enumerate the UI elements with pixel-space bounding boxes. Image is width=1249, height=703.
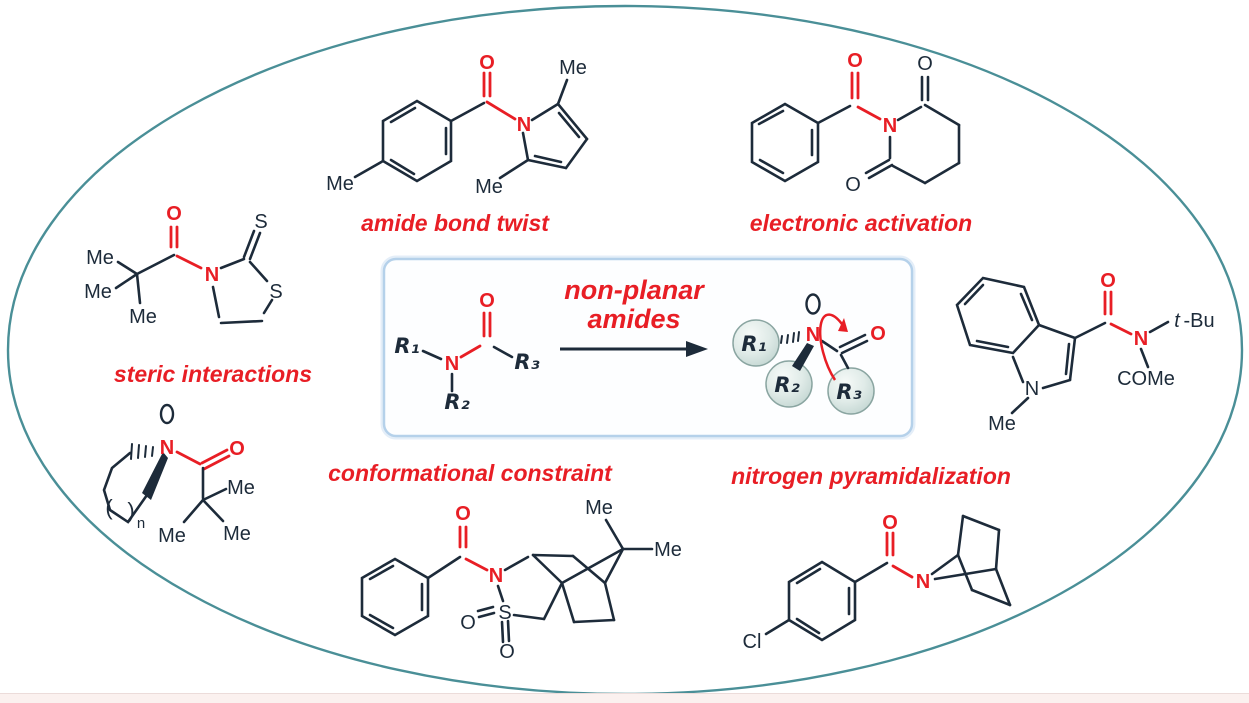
me-label: Me — [475, 176, 503, 198]
me-label: Me — [86, 247, 114, 269]
r3-label: R₃ — [836, 380, 861, 404]
structure-indole-amide: O N t -Bu COMe N Me — [955, 270, 1215, 435]
n-atom: N — [1025, 378, 1039, 400]
me-label: Me — [84, 281, 112, 303]
lone-pair-lobe — [159, 403, 175, 425]
section-label-steric-interactions: steric interactions — [114, 361, 312, 387]
structure-steric-interactions: Me Me Me O N S S steric interactions — [84, 203, 312, 387]
me-label: Me — [227, 477, 255, 499]
rotation-arrow — [818, 313, 846, 381]
center-title-line2: amides — [587, 304, 680, 334]
o-atom: O — [455, 503, 471, 525]
o-atom: O — [1100, 270, 1116, 292]
r2-label: R₂ — [444, 390, 470, 414]
paren-close: ) — [127, 498, 134, 523]
o-atom: O — [870, 323, 886, 345]
n-subscript: n — [137, 515, 145, 532]
bond-lines — [360, 518, 654, 644]
center-title-line1: non-planar — [564, 275, 705, 305]
n-atom: N — [883, 115, 897, 137]
o-atom: O — [166, 203, 182, 225]
bond-lines — [102, 403, 231, 524]
r1-label: R₁ — [741, 332, 766, 356]
reaction-arrow — [560, 341, 708, 357]
structure-amide-bond-twist: O N Me Me Me amide bond twist — [326, 52, 589, 236]
me-label: Me — [223, 523, 251, 545]
pyramidal-amide: R₁ N R₂ O R₃ — [732, 293, 886, 415]
section-label-nitrogen-pyramidalization: nitrogen pyramidalization — [731, 463, 1011, 489]
r1-label: R₁ — [394, 334, 419, 358]
n-atom: N — [445, 353, 459, 375]
paren-open: ( — [105, 495, 113, 520]
o-atom: O — [479, 290, 495, 312]
come-label: COMe — [1117, 368, 1175, 390]
me-label: Me — [326, 173, 354, 195]
me-label: Me — [559, 57, 587, 79]
s-atom: S — [269, 281, 282, 303]
me-label: Me — [654, 539, 682, 561]
o-atom: O — [479, 52, 495, 74]
bond-lines — [114, 225, 274, 325]
o-atom: O — [917, 53, 933, 75]
me-label: Me — [988, 413, 1016, 435]
section-label-electronic-activation: electronic activation — [750, 210, 972, 236]
n-atom: N — [916, 571, 930, 593]
tbu-label-t: t — [1174, 310, 1181, 332]
planar-amide: R₁ N R₂ O R₃ — [394, 290, 539, 414]
n-atom: N — [806, 324, 820, 346]
bond-lines — [764, 514, 1012, 642]
bond-lines — [955, 276, 1170, 415]
r2-label: R₂ — [774, 373, 800, 397]
r3-label: R₃ — [514, 350, 539, 374]
lone-pair-lobe — [805, 293, 821, 315]
rotation-arrowhead — [838, 318, 848, 332]
structure-chlorobenzoyl-azabicycle: Cl O N nitrogen pyramidalization — [731, 463, 1012, 653]
structure-camphorsultam-amide: O N S O O Me Me conformational constrain… — [328, 460, 682, 663]
wedge-bond — [792, 343, 814, 371]
structure-ring-amide: N O ( ) n Me Me Me — [102, 403, 255, 547]
s-atom: S — [254, 211, 267, 233]
bond-lines — [353, 71, 589, 183]
structure-electronic-activation: O N O O electronic activation — [750, 50, 972, 236]
o-atom: O — [499, 641, 515, 663]
n-atom: N — [489, 565, 503, 587]
cl-atom: Cl — [743, 631, 762, 653]
footer-strip — [0, 693, 1249, 703]
section-label-amide-bond-twist: amide bond twist — [361, 210, 550, 236]
center-scheme: R₁ N R₂ O R₃ non-planar amides — [380, 255, 916, 440]
n-atom: N — [1134, 328, 1148, 350]
r3-sphere — [827, 367, 875, 415]
section-label-conformational-constraint: conformational constraint — [328, 460, 613, 486]
o-atom: O — [847, 50, 863, 72]
o-atom: O — [845, 174, 861, 196]
n-atom: N — [160, 437, 174, 459]
wedge-bond — [142, 452, 168, 500]
n-atom: N — [517, 114, 531, 136]
me-label: Me — [158, 525, 186, 547]
tbu-label-bu: -Bu — [1183, 310, 1214, 332]
o-atom: O — [460, 612, 476, 634]
r2-sphere — [765, 360, 813, 408]
r1-sphere — [732, 319, 780, 367]
o-atom: O — [882, 512, 898, 534]
o-atom: O — [229, 438, 245, 460]
s-atom: S — [498, 602, 511, 624]
me-label: Me — [585, 497, 613, 519]
n-atom: N — [205, 264, 219, 286]
me-label: Me — [129, 306, 157, 328]
bond-lines — [750, 71, 961, 185]
